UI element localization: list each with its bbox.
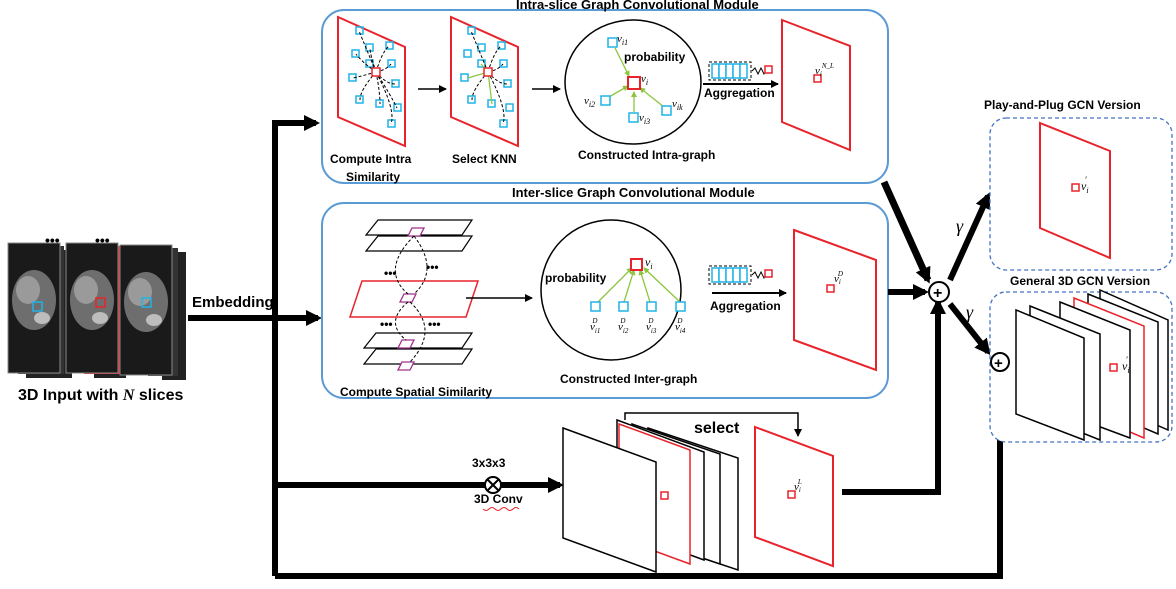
sum-to-plug-arrow [947, 192, 991, 282]
intra-node-i2 [600, 95, 611, 106]
embedding-label: Embedding [192, 294, 274, 311]
gamma-general: γ [966, 302, 974, 322]
inter-node-i4 [675, 301, 686, 312]
plug-version-box: vi′ [989, 117, 1173, 271]
inter-label-i1: vi1D [590, 317, 600, 335]
main-flow-arrows [188, 115, 1008, 579]
sum-operator-plus: + [933, 285, 942, 302]
intra-slice-module: Intra-slice Graph Convolutional Module [321, 0, 889, 184]
input-slices: ••• ••• 3D Input with N slices [7, 232, 186, 404]
general-sum-plus: + [994, 355, 1003, 372]
input-label: 3D Input with N slices [18, 387, 183, 404]
plug-version-title: Play-and-Plug GCN Version [984, 98, 1141, 112]
intra-graph-panel: vi1 probability vi vi2 vi3 vik Construct… [564, 19, 715, 162]
skip-to-general [275, 371, 1008, 579]
inter-label-i3: vi3D [646, 317, 657, 335]
stack-dots-2: ••• [426, 260, 439, 274]
inter-node-i2 [618, 301, 629, 312]
inter-slice-stack: ••• ••• ••• ••• Compute Spatial Similari… [340, 219, 492, 399]
knn-center-node [483, 67, 493, 77]
branch-to-intra [272, 115, 320, 576]
select-arrow [624, 412, 802, 437]
general-sum-operator [990, 352, 1010, 372]
sum-operator [928, 281, 950, 303]
general-output-label: vi′ [1122, 355, 1130, 375]
inter-label-i2: vi2D [618, 317, 629, 335]
select-label: select [694, 420, 740, 437]
input-dots-2: ••• [95, 232, 110, 248]
intra-node-ik [661, 105, 672, 116]
intra-similarity-center-node [371, 67, 381, 77]
conv-to-sum-arrow [842, 298, 946, 495]
constructed-intra-label: Constructed Intra-graph [578, 148, 715, 162]
gamma-plug: γ [956, 216, 964, 236]
conv-branch: 3x3x3 3D Conv select viL [472, 298, 946, 574]
inter-label-i: vi [645, 255, 653, 271]
ct-slice-1 [7, 242, 72, 378]
sum-to-general-arrow [947, 302, 991, 356]
conv-output-label: viL [794, 478, 802, 494]
inter-graph-circle [540, 219, 682, 361]
compute-intra-label-1: Compute Intra [330, 152, 412, 166]
intra-aggregation: Aggregation [703, 61, 779, 100]
intra-similarity-panel: Compute Intra Similarity [330, 15, 412, 184]
intra-label-i3: vi3 [639, 112, 650, 126]
input-dots-1: ••• [45, 232, 60, 248]
inter-node-i3 [646, 301, 657, 312]
inter-slice-module: Inter-slice Graph Convolutional Module •… [321, 185, 889, 399]
ct-slice-3 [119, 244, 186, 380]
inter-aggregation: Aggregation [708, 265, 787, 313]
inter-label-i4: vi4D [675, 317, 686, 335]
intra-label-i: vi [641, 73, 648, 87]
inter-aggregation-label: Aggregation [710, 299, 781, 313]
stack-dots-3: ••• [380, 317, 393, 331]
intra-aggregation-label: Aggregation [704, 86, 775, 100]
intra-node-i3 [628, 112, 639, 123]
combination [880, 180, 991, 356]
inter-output-plane: viD [793, 228, 877, 372]
inter-output-label: viD [834, 270, 843, 286]
conv-output-plane: viL [754, 425, 834, 568]
inter-node-i1 [590, 301, 601, 312]
plug-output-label: vi′ [1081, 175, 1089, 195]
inter-node-i [630, 258, 643, 271]
general-version-box: vi′ [989, 288, 1173, 443]
select-knn-panel: Select KNN [450, 15, 519, 166]
compute-spatial-label: Compute Spatial Similarity [340, 385, 492, 399]
intra-label-ik: vik [672, 98, 683, 112]
intra-label-i2: vi2 [584, 95, 595, 109]
intra-to-sum-arrow [880, 180, 932, 284]
inter-probability-label: probability [545, 271, 607, 285]
intra-probability-label: probability [624, 50, 686, 64]
intra-node-i1 [607, 37, 618, 48]
ct-slice-2 [65, 242, 126, 378]
intra-node-i [627, 76, 641, 90]
inter-graph-panel: vi probability vi1D vi2D vi3D vi4D Const… [540, 219, 697, 386]
select-knn-label: Select KNN [452, 152, 517, 166]
constructed-inter-label: Constructed Inter-graph [560, 372, 697, 386]
general-version-title: General 3D GCN Version [1010, 274, 1150, 288]
compute-intra-label-2: Similarity [346, 170, 400, 184]
intra-output-plane: viN_L [781, 18, 851, 152]
stack-dots-4: ••• [428, 317, 441, 331]
conv-feature-stack [562, 418, 739, 574]
conv-kernel-label: 3x3x3 [472, 456, 506, 470]
conv-name-label: 3D Conv [474, 492, 523, 506]
stack-dots-1: ••• [384, 266, 397, 280]
intra-label-i1: vi1 [617, 33, 628, 47]
knn-nodes [460, 26, 514, 128]
intra-output-label: viN_L [815, 62, 834, 78]
inter-module-title: Inter-slice Graph Convolutional Module [512, 185, 755, 200]
intra-module-title: Intra-slice Graph Convolutional Module [516, 0, 759, 12]
